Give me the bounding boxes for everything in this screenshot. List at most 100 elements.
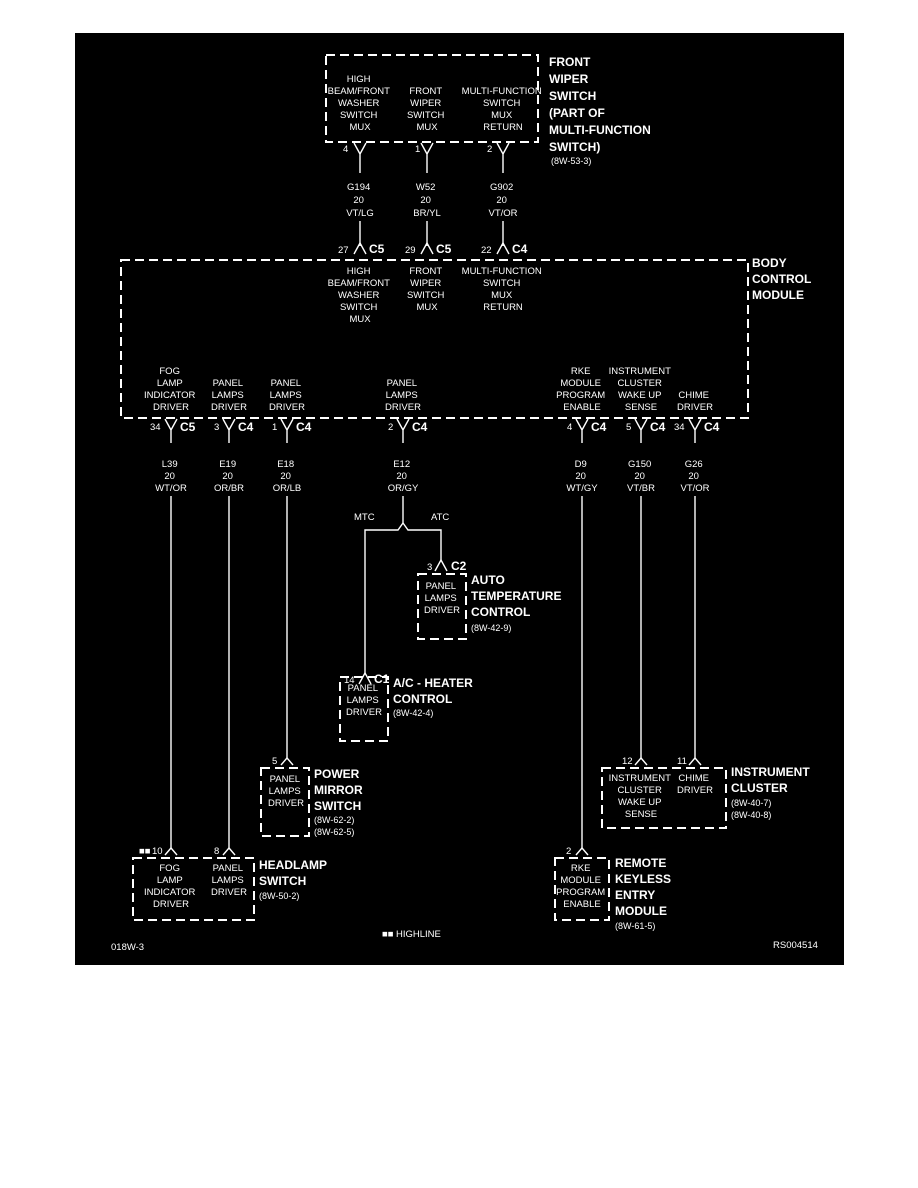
highline-legend: HIGHLINE — [396, 929, 441, 940]
bcm-out-connector-rke — [575, 418, 589, 443]
wire-e19-label: E19 20 OR/BR — [214, 459, 244, 494]
atc-ref: (8W-42-9) — [471, 623, 511, 633]
headlamp-connector-8 — [222, 846, 236, 856]
front-wiper-switch-title: FRONT WIPER SWITCH (PART OF MULTI-FUNCTI… — [549, 55, 654, 154]
fws-label-3: MULTI-FUNCTION SWITCH MUX RETURN — [462, 86, 545, 133]
bcm-out-pin-panel-2: 1 — [272, 422, 277, 433]
wire-e12-label: E12 20 OR/GY — [388, 459, 419, 494]
bcm-out-conn-rke: C4 — [591, 420, 607, 434]
headlamp-label-panel: PANEL LAMPS DRIVER — [211, 863, 247, 898]
bcm-title: BODY CONTROL MODULE — [752, 256, 814, 302]
cluster-pin-12: 12 — [622, 756, 633, 767]
bcm-out-conn-panel-1: C4 — [238, 420, 254, 434]
fws-pin-1: 1 — [415, 144, 420, 155]
wire-d9-label: D9 20 WT/GY — [566, 459, 598, 494]
e12-splice — [364, 522, 442, 673]
bcm-out-conn-panel-2: C4 — [296, 420, 312, 434]
bcm-in-pin-29: 29 — [405, 245, 416, 256]
bcm-out-connector-chime — [688, 418, 702, 443]
bcm-out-label-rke: RKE MODULE PROGRAM ENABLE — [556, 366, 608, 413]
bcm-out-pin-rke: 4 — [567, 422, 572, 433]
rke-pin: 2 — [566, 846, 571, 857]
bcm-input-label-1: HIGH BEAM/FRONT WASHER SWITCH MUX — [328, 266, 393, 325]
fws-label-2: FRONT WIPER SWITCH MUX — [407, 86, 447, 133]
wire-e18-label: E18 20 OR/LB — [273, 459, 302, 494]
highline-marker: ■■ — [382, 929, 394, 940]
bcm-out-connector-panel-3 — [396, 418, 410, 443]
ac-heater-connector — [358, 671, 372, 685]
atc-pin: 3 — [427, 562, 432, 573]
wire-w52-label: W52 20 BR/YL — [413, 182, 440, 219]
fws-connector-1 — [420, 142, 434, 173]
power-mirror-label: PANEL LAMPS DRIVER — [268, 774, 304, 809]
cluster-label-chime: CHIME DRIVER — [677, 773, 713, 796]
ac-heater-title: A/C - HEATER CONTROL — [393, 676, 476, 706]
ac-heater-conn: C1 — [374, 672, 390, 686]
splice-atc-label: ATC — [431, 512, 449, 523]
atc-title: AUTO TEMPERATURE CONTROL — [471, 573, 565, 619]
splice-mtc-label: MTC — [354, 512, 375, 523]
atc-connector — [434, 558, 448, 572]
fws-pin-4: 4 — [343, 144, 348, 155]
wire-l39-label: L39 20 WT/OR — [155, 459, 187, 494]
bcm-in-pin-27: 27 — [338, 245, 349, 256]
power-mirror-title: POWER MIRROR SWITCH — [314, 767, 366, 813]
wire-g194-label: G194 20 VT/LG — [346, 182, 373, 219]
headlamp-connector-10 — [164, 846, 178, 856]
atc-conn: C2 — [451, 559, 467, 573]
rke-box — [554, 857, 610, 921]
bcm-in-pin-22: 22 — [481, 245, 492, 256]
bcm-out-connector-wakeup — [634, 418, 648, 443]
headlamp-switch-ref: (8W-50-2) — [259, 891, 299, 901]
rke-ref: (8W-61-5) — [615, 921, 655, 931]
bcm-out-conn-panel-3: C4 — [412, 420, 428, 434]
bcm-in-conn-c4: C4 — [512, 242, 528, 256]
bcm-in-conn-c5a: C5 — [369, 242, 385, 256]
fws-pin-2: 2 — [487, 144, 492, 155]
bcm-out-pin-wakeup: 5 — [626, 422, 631, 433]
bcm-out-conn-chime: C4 — [704, 420, 720, 434]
fws-connector-2 — [496, 142, 510, 173]
bcm-out-conn-fog: C5 — [180, 420, 196, 434]
headlamp-switch-box — [132, 857, 255, 921]
bcm-out-pin-chime: 34 — [674, 422, 685, 433]
rke-connector — [575, 846, 589, 856]
bcm-in-connector-22 — [496, 241, 510, 255]
cluster-connector-12 — [634, 756, 648, 766]
power-mirror-refs: (8W-62-2) (8W-62-5) — [314, 815, 357, 837]
cluster-label-wakeup: INSTRUMENT CLUSTER WAKE UP SENSE — [609, 773, 674, 820]
footer-right-code: RS004514 — [773, 940, 818, 951]
power-mirror-pin: 5 — [272, 756, 277, 767]
bcm-in-conn-c5b: C5 — [436, 242, 452, 256]
front-wiper-switch-box — [325, 54, 539, 143]
instrument-cluster-refs: (8W-40-7) (8W-40-8) — [731, 798, 774, 820]
headlamp-label-fog: FOG LAMP INDICATOR DRIVER — [144, 863, 198, 910]
wiring-diagram-svg: HIGH BEAM/FRONT WASHER SWITCH MUX FRONT … — [111, 54, 818, 953]
wire-g902-label: G902 20 VT/OR — [488, 182, 517, 219]
cluster-connector-11 — [688, 756, 702, 766]
highline-marker-headlamp: ■■ — [139, 846, 151, 857]
ac-heater-pin: 14 — [344, 675, 355, 686]
bcm-out-connector-panel-2 — [280, 418, 294, 443]
bcm-in-connector-27 — [353, 241, 367, 255]
headlamp-pin-8: 8 — [214, 846, 219, 857]
bcm-out-label-wakeup: INSTRUMENT CLUSTER WAKE UP SENSE — [609, 366, 674, 413]
bcm-out-conn-wakeup: C4 — [650, 420, 666, 434]
wiring-diagram: HIGH BEAM/FRONT WASHER SWITCH MUX FRONT … — [75, 33, 844, 965]
atc-label: PANEL LAMPS DRIVER — [424, 581, 460, 616]
ac-heater-label: PANEL LAMPS DRIVER — [346, 683, 382, 718]
bcm-out-connector-panel-1 — [222, 418, 236, 443]
bcm-input-label-3: MULTI-FUNCTION SWITCH MUX RETURN — [462, 266, 545, 313]
bcm-out-connector-fog — [164, 418, 178, 443]
bcm-box — [120, 259, 749, 419]
wire-g26-label: G26 20 VT/OR — [680, 459, 709, 494]
bcm-out-label-panel-3: PANEL LAMPS DRIVER — [385, 378, 421, 413]
instrument-cluster-title: INSTRUMENT CLUSTER — [731, 765, 813, 795]
instrument-cluster-box — [601, 767, 727, 829]
ac-heater-ref: (8W-42-4) — [393, 708, 433, 718]
fws-connector-4 — [353, 142, 367, 173]
bcm-out-label-fog: FOG LAMP INDICATOR DRIVER — [144, 366, 198, 413]
front-wiper-switch-ref: (8W-53-3) — [551, 156, 591, 166]
bcm-out-pin-fog: 34 — [150, 422, 161, 433]
bcm-out-pin-panel-1: 3 — [214, 422, 219, 433]
